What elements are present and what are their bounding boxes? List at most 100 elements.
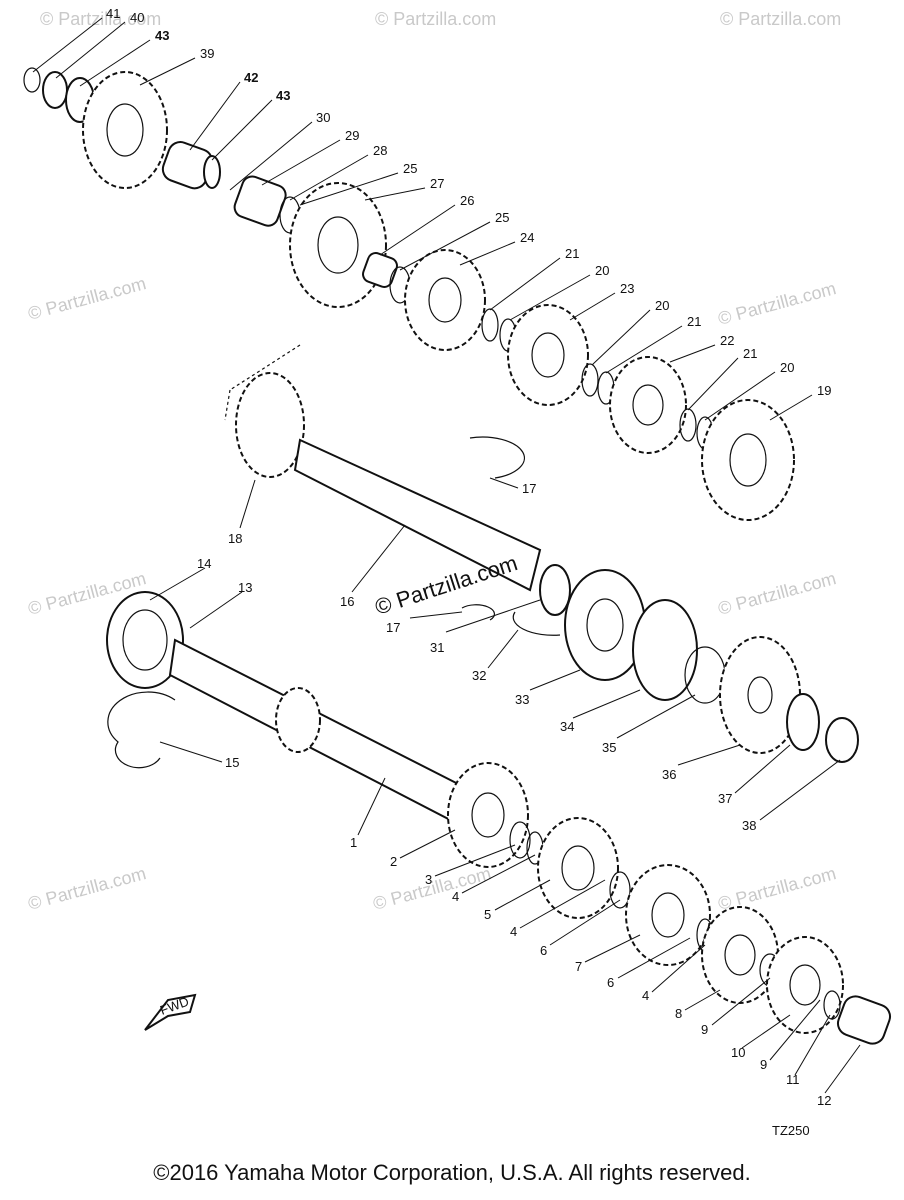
upper-gear-stack bbox=[23, 67, 795, 521]
circlip-43 bbox=[203, 155, 221, 189]
circlip-21 bbox=[679, 408, 697, 442]
nut-38 bbox=[825, 717, 859, 763]
bearing-26 bbox=[362, 252, 398, 288]
callout-38: 38 bbox=[742, 818, 756, 833]
callout-29: 29 bbox=[345, 128, 359, 143]
drawing-code: TZ250 bbox=[772, 1123, 810, 1138]
bearing-12 bbox=[836, 995, 892, 1045]
callout-14: 14 bbox=[197, 556, 211, 571]
callout-6: 6 bbox=[607, 975, 614, 990]
circlip-11 bbox=[823, 990, 841, 1020]
callout-31: 31 bbox=[430, 640, 444, 655]
gear-5 bbox=[537, 817, 619, 919]
gear-39 bbox=[82, 71, 168, 189]
callout-24: 24 bbox=[520, 230, 534, 245]
drive-axle-1 bbox=[168, 638, 472, 827]
callout-16: 16 bbox=[340, 594, 354, 609]
washer-40 bbox=[42, 71, 68, 109]
watermark: © Partzilla.com bbox=[26, 273, 148, 324]
circlip-32 bbox=[512, 611, 561, 636]
ring-31 bbox=[539, 564, 571, 616]
callout-43: 43 bbox=[276, 88, 290, 103]
bearing-14 bbox=[106, 591, 184, 689]
gear-24 bbox=[404, 249, 486, 351]
gear-23 bbox=[507, 304, 589, 406]
callout-34: 34 bbox=[560, 719, 574, 734]
washer-3 bbox=[509, 821, 531, 859]
callout-20: 20 bbox=[595, 263, 609, 278]
gear-18 bbox=[235, 372, 305, 478]
callout-2: 2 bbox=[390, 854, 397, 869]
callout-35: 35 bbox=[602, 740, 616, 755]
gear-19 bbox=[701, 399, 795, 521]
callout-1: 1 bbox=[350, 835, 357, 850]
callout-43: 43 bbox=[155, 28, 169, 43]
washer-6 bbox=[609, 871, 631, 909]
callout-10: 10 bbox=[731, 1045, 745, 1060]
main-axle-assembly bbox=[224, 344, 859, 763]
callout-30: 30 bbox=[316, 110, 330, 125]
callout-5: 5 bbox=[484, 907, 491, 922]
gear-7 bbox=[625, 864, 711, 966]
callout-11: 11 bbox=[786, 1072, 800, 1087]
lock-washer-37 bbox=[786, 693, 820, 751]
callout-20: 20 bbox=[655, 298, 669, 313]
callout-20: 20 bbox=[780, 360, 794, 375]
watermark: © Partzilla.com bbox=[716, 568, 838, 619]
seal-34 bbox=[632, 599, 698, 701]
gear-22 bbox=[609, 356, 687, 454]
watermark: © Partzilla.com bbox=[375, 9, 496, 29]
callout-41: 41 bbox=[106, 6, 120, 21]
callout-21: 21 bbox=[743, 346, 757, 361]
callout-28: 28 bbox=[373, 143, 387, 158]
callout-7: 7 bbox=[575, 959, 582, 974]
center-watermark: © Partzilla.com bbox=[372, 550, 521, 620]
callout-19: 19 bbox=[817, 383, 831, 398]
watermark: © Partzilla.com bbox=[716, 278, 838, 329]
callout-12: 12 bbox=[817, 1093, 831, 1108]
callout-39: 39 bbox=[200, 46, 214, 61]
callout-37: 37 bbox=[718, 791, 732, 806]
callout-22: 22 bbox=[720, 333, 734, 348]
callout-40: 40 bbox=[130, 10, 144, 25]
callout-13: 13 bbox=[238, 580, 252, 595]
callout-15: 15 bbox=[225, 755, 239, 770]
watermark: © Partzilla.com bbox=[716, 863, 838, 914]
bearing-33 bbox=[564, 569, 646, 681]
callout-17: 17 bbox=[522, 481, 536, 496]
washer-20 bbox=[581, 363, 599, 397]
circlip-21 bbox=[481, 308, 499, 342]
collar-17 bbox=[469, 436, 526, 479]
callout-42: 42 bbox=[244, 70, 258, 85]
copyright-notice: ©2016 Yamaha Motor Corporation, U.S.A. A… bbox=[153, 1160, 751, 1185]
callout-25: 25 bbox=[495, 210, 509, 225]
fwd-arrow-icon: FWD bbox=[144, 994, 197, 1031]
callout-17: 17 bbox=[386, 620, 400, 635]
callout-8: 8 bbox=[675, 1006, 682, 1021]
callout-18: 18 bbox=[228, 531, 242, 546]
gear-2 bbox=[447, 762, 529, 868]
collar-17 bbox=[461, 604, 496, 621]
callout-6: 6 bbox=[540, 943, 547, 958]
callout-36: 36 bbox=[662, 767, 676, 782]
drive-axle-assembly bbox=[106, 591, 892, 1045]
callout-4: 4 bbox=[452, 889, 459, 904]
main-axle-16 bbox=[293, 438, 542, 592]
callout-21: 21 bbox=[565, 246, 579, 261]
callout-26: 26 bbox=[460, 193, 474, 208]
callout-33: 33 bbox=[515, 692, 529, 707]
callout-4: 4 bbox=[642, 988, 649, 1003]
watermark: © Partzilla.com bbox=[720, 9, 841, 29]
callout-21: 21 bbox=[687, 314, 701, 329]
circlip-41 bbox=[23, 67, 41, 93]
watermark: © Partzilla.com bbox=[26, 863, 148, 914]
callout-32: 32 bbox=[472, 668, 486, 683]
callout-25: 25 bbox=[403, 161, 417, 176]
circlip-15 bbox=[107, 691, 176, 769]
callout-27: 27 bbox=[430, 176, 444, 191]
callout-4: 4 bbox=[510, 924, 517, 939]
callout-3: 3 bbox=[425, 872, 432, 887]
callout-9: 9 bbox=[701, 1022, 708, 1037]
callout-labels: 41 40 43 39 42 43 30 29 28 25 27 26 25 2… bbox=[106, 6, 831, 1108]
